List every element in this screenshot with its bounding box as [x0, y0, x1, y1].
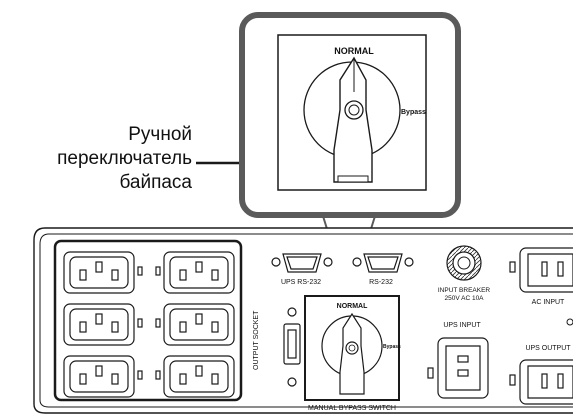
bypass-switch-zoom: NORMAL Bypass — [239, 12, 461, 291]
output-socket-label: OUTPUT SOCKET — [253, 310, 260, 370]
ups-output-socket — [509, 359, 573, 405]
ac-input-socket — [509, 247, 573, 293]
rear-panel: OUTPUT SOCKET UPS RS-232 RS-232 INPUT BR… — [33, 227, 573, 414]
ups-rs232-label: UPS RS-232 — [281, 279, 321, 286]
output-socket-icons — [63, 251, 235, 398]
ups-input-socket — [427, 337, 489, 399]
switch-side-bracket — [283, 307, 301, 387]
panel-switch-bypass-label: Bypass — [383, 344, 401, 350]
manual-bypass-switch: NORMAL Bypass — [304, 295, 401, 401]
bypass-switch-callout: Ручной переключатель байпаса — [20, 123, 192, 195]
manual-bypass-switch-label: MANUAL BYPASS SWITCH — [308, 405, 396, 412]
callout-line-1: Ручной — [128, 124, 192, 145]
zoom-normal-label: NORMAL — [334, 46, 374, 56]
callout-line-2: переключатель — [57, 148, 192, 169]
input-breaker — [446, 245, 482, 281]
rs232-label: RS-232 — [369, 279, 393, 286]
ups-rs232-port — [271, 253, 333, 273]
ups-input-label: UPS INPUT — [443, 322, 481, 329]
rs232-port — [352, 253, 414, 273]
panel-switch-normal-label: NORMAL — [337, 303, 368, 310]
zoom-bypass-label: Bypass — [401, 109, 426, 116]
input-breaker-label-2: 250V AC 10A — [444, 295, 484, 302]
input-breaker-label-1: INPUT BREAKER — [438, 287, 491, 294]
callout-line-3: байпаса — [119, 172, 192, 193]
ac-input-label: AC INPUT — [532, 299, 565, 306]
ups-output-label: UPS OUTPUT — [525, 345, 571, 352]
